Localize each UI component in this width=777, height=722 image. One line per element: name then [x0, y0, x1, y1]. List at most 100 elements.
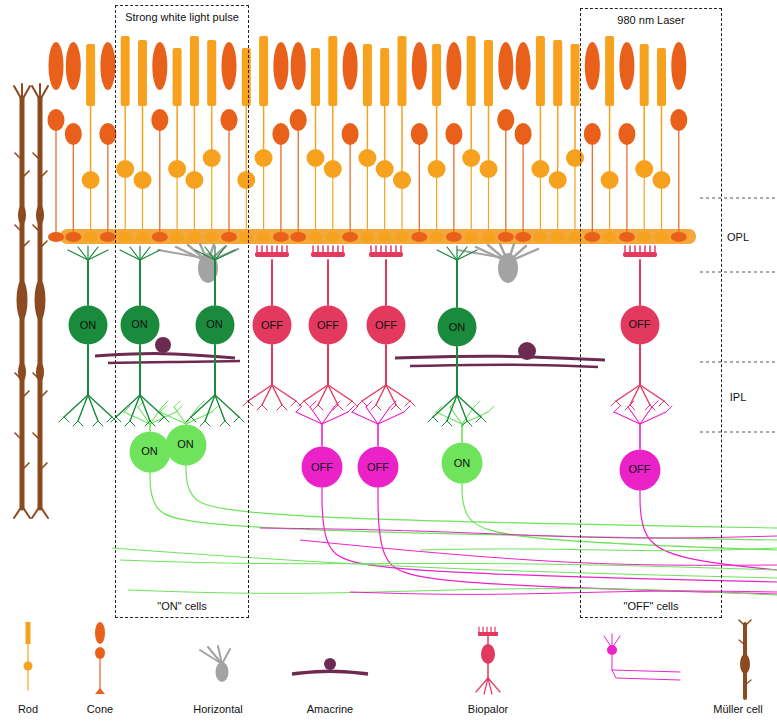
horizontal-icon-branch: [208, 647, 222, 664]
bipolar-axon: [639, 345, 641, 385]
cone-outer-segment: [671, 42, 686, 90]
bipolar-dendrite: [456, 246, 457, 260]
rod-outer-segment: [398, 36, 407, 106]
rod-cell: [462, 36, 480, 242]
ganglion-axon: [186, 464, 777, 528]
bipolar-terminal: [130, 395, 140, 421]
legend-label: Amacrine: [307, 703, 353, 716]
cone-nucleus: [497, 109, 514, 131]
bipolar-axon: [87, 345, 89, 395]
cell-body: [619, 449, 660, 490]
muller-endfoot: [40, 506, 48, 518]
muller-process: [40, 391, 47, 398]
cell-type-label: OFF: [375, 319, 397, 332]
bipolar-terminal: [191, 417, 196, 422]
rod-spherule: [326, 232, 340, 242]
cone-cell: [48, 42, 65, 242]
bipolar-dendrite: [87, 260, 89, 305]
rod-cell: [116, 36, 134, 242]
bipolar-icon-terminal: [488, 678, 500, 692]
rod-spherule: [533, 232, 547, 242]
bipolar-terminal: [338, 405, 343, 410]
rod-nucleus: [376, 160, 394, 178]
rod-nucleus: [549, 171, 567, 189]
bipolar-terminal: [130, 421, 135, 426]
horizontal-icon: [200, 646, 230, 682]
bipolar-terminal: [442, 421, 447, 426]
bipolar-terminal: [164, 417, 169, 422]
photoreceptor-layer: [48, 36, 697, 244]
rod-cell: [358, 44, 376, 242]
rod-nucleus: [255, 149, 273, 167]
rod-axon: [177, 177, 178, 232]
cell-type-label: OFF: [317, 319, 339, 332]
rod-nucleus: [237, 171, 255, 189]
bipolar-terminal: [396, 405, 401, 410]
ganglion-processes: [112, 401, 777, 595]
cone-pedicle: [411, 232, 427, 242]
rod-cell: [393, 36, 411, 242]
rod-axon: [574, 166, 575, 232]
rod-spherule: [378, 232, 392, 242]
rod-axon: [367, 166, 368, 232]
bipolar-dendrite: [317, 246, 319, 253]
muller-nucleus: [17, 280, 28, 320]
rod-spherule: [464, 232, 478, 242]
cone-pedicle: [48, 232, 64, 242]
cone-outer-segment: [222, 42, 237, 90]
horizontal-cell: [158, 244, 238, 283]
rod-axon: [401, 188, 402, 232]
cell-body: [358, 447, 399, 488]
horizontal-cell: [458, 244, 538, 283]
bipolar-terminal: [650, 405, 655, 410]
rod-axon: [609, 188, 610, 232]
rod-fiber: [574, 106, 576, 150]
bipolar-cell: OFF: [366, 305, 406, 345]
cone-nucleus: [272, 123, 289, 145]
bipolar-terminal: [277, 405, 282, 410]
ganglion-icon-axon: [612, 655, 680, 672]
cone-outer-segment: [66, 42, 81, 90]
bipolar-terminal: [313, 405, 318, 410]
cone-nucleus: [670, 109, 687, 131]
bipolar-dendrite: [629, 246, 631, 253]
muller-process: [15, 225, 22, 232]
rod-axon: [315, 166, 316, 232]
muller-cell: [14, 84, 30, 518]
bipolar-terminal: [205, 395, 215, 421]
rod-spherule: [395, 232, 409, 242]
cone-cell: [151, 42, 168, 242]
stimulus-region: 980 nm Laser"OFF" cellsOFFOFF: [580, 8, 722, 618]
rod-nucleus: [635, 160, 653, 178]
bipolar-terminal: [640, 385, 664, 401]
rod-fiber: [643, 106, 645, 161]
bipolar-terminal: [220, 421, 225, 426]
bipolar-terminal: [215, 395, 239, 417]
rod-spherule: [84, 232, 98, 242]
bipolar-dendrite: [195, 250, 215, 260]
muller-process: [22, 241, 29, 248]
rod-fiber: [142, 106, 144, 172]
rod-outer-segment: [553, 40, 562, 106]
cell-body: [620, 305, 659, 344]
cone-nucleus: [584, 123, 601, 145]
cone-axon: [592, 144, 593, 232]
bipolar-terminal: [405, 401, 410, 406]
cone-pedicle: [342, 232, 358, 242]
cell-body: [367, 306, 406, 345]
rod-axon: [436, 177, 437, 232]
muller-process: [22, 463, 29, 470]
rod-outer-segment: [328, 36, 337, 106]
horizontal-icon-branch: [222, 649, 230, 664]
rod-spherule: [360, 232, 374, 242]
cone-axon: [298, 130, 299, 232]
bipolar-dendrite: [337, 246, 339, 253]
bipolar-terminal: [481, 417, 486, 422]
rod-axon: [246, 188, 247, 232]
rod-spherule: [136, 232, 150, 242]
rod-outer-segment: [605, 36, 614, 106]
amacrine-body: [155, 337, 171, 353]
bipolar-terminal: [225, 421, 230, 426]
rod-fiber: [176, 106, 178, 161]
bipolar-terminal: [205, 421, 210, 426]
